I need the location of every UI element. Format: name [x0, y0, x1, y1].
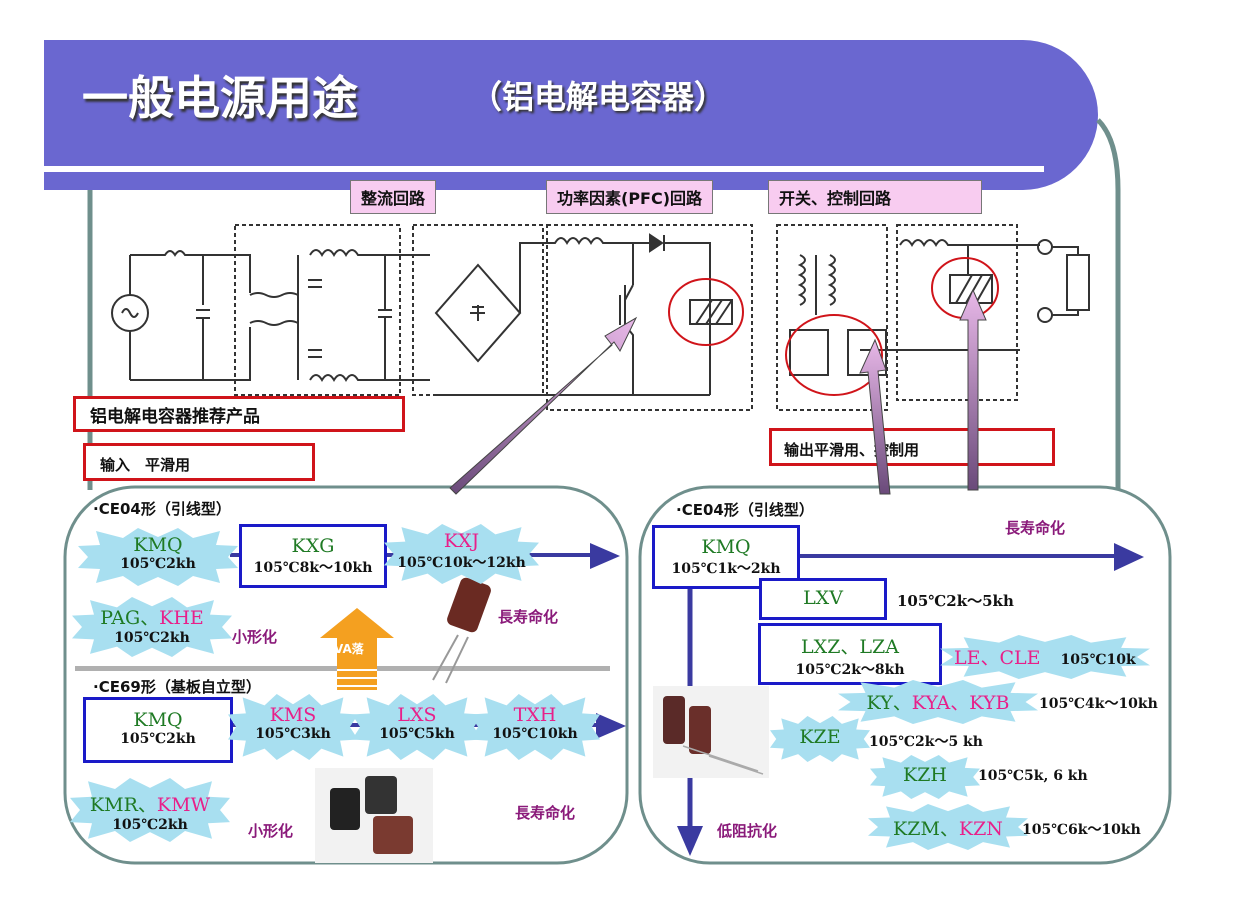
khe-name: KHE [159, 607, 204, 629]
txh-spec: 105℃10kh [492, 726, 578, 742]
kze-name: KZE [799, 726, 841, 748]
lxs-spec: 105℃5kh [379, 726, 455, 742]
kzm-name: KZM、 [893, 818, 959, 840]
section-pfc: 功率因素(PFC)回路 [546, 180, 714, 214]
product-kmq-ce04: KMQ 105℃2kh [78, 528, 238, 586]
kzh-name: KZH [903, 764, 947, 786]
va-label: VA落 [334, 642, 364, 656]
product-ky-kya-kyb: KY、KYA、KYB [838, 680, 1038, 724]
pag-spec: 105℃2kh [114, 630, 190, 646]
capacitor-photo-radial [432, 577, 491, 684]
product-kzh: KZH [870, 755, 980, 799]
page-subtitle: （铝电解电容器） [470, 78, 727, 116]
right-long-label: 長寿命化 [1005, 519, 1066, 537]
kzh-spec: 105℃5k, 6 kh [978, 768, 1088, 784]
kya-kyb-name: KYA、KYB [911, 692, 1010, 714]
product-kxj: KXJ 105℃10k～12kh [384, 524, 539, 584]
product-kmr-kmw: KMR、KMW 105℃2kh [70, 778, 230, 842]
product-kmq-ce69: KMQ 105℃2kh [83, 697, 233, 763]
kxj-name: KXJ [443, 530, 480, 552]
small-label-2: 小形化 [248, 822, 294, 840]
product-txh: TXH 105℃10kh [470, 694, 600, 760]
ky-spec: 105℃4k～10kh [1039, 696, 1158, 712]
product-kmq-right: KMQ 105℃1k～2kh [652, 525, 800, 589]
lxz-name: LXZ、LZA [801, 636, 899, 658]
kmq-r-name: KMQ [701, 536, 751, 558]
kmq-r-spec: 105℃1k～2kh [671, 561, 781, 577]
product-lxv: LXV [759, 578, 887, 620]
le-name: LE、CLE [954, 647, 1041, 669]
product-kms: KMS 105℃3kh [228, 694, 358, 760]
kmr-spec: 105℃2kh [112, 817, 188, 833]
small-label-1: 小形化 [232, 628, 278, 646]
le-spec: 105℃10k [1060, 652, 1136, 668]
kzm-spec: 105℃6k～10kh [1022, 822, 1141, 838]
right-ce04-label: ·CE04形（引线型） [676, 501, 814, 519]
kxg-name: KXG [291, 535, 335, 557]
kms-spec: 105℃3kh [255, 726, 331, 742]
capacitor-photo-lowres [653, 686, 769, 778]
kmq-name: KMQ [133, 534, 183, 556]
kmw-name: KMW [156, 794, 211, 816]
left-ce04-label: ·CE04形（引线型） [93, 500, 231, 518]
product-kxg: KXG 105℃8k～10kh [239, 524, 387, 588]
product-lxs: LXS 105℃5kh [352, 694, 482, 760]
kmq2-name: KMQ [133, 709, 183, 731]
lxz-spec: 105℃2k～8kh [795, 662, 905, 678]
kms-name: KMS [269, 704, 317, 726]
pag-name: PAG、 [100, 607, 160, 629]
product-pag-khe: PAG、KHE 105℃2kh [72, 597, 232, 657]
kmq2-spec: 105℃2kh [120, 731, 196, 747]
product-lxz-lza: LXZ、LZA 105℃2k～8kh [758, 623, 942, 685]
recommend-label: 铝电解电容器推荐产品 [73, 396, 405, 432]
section-rectifier: 整流回路 [350, 180, 437, 214]
kze-spec: 105℃2k～5 kh [869, 734, 983, 750]
circuit-schematic [111, 224, 1090, 411]
ky-name: KY、 [866, 692, 912, 714]
kmr-name: KMR、 [89, 794, 157, 816]
lxs-name: LXS [397, 704, 437, 726]
product-kze: KZE [770, 716, 870, 762]
kzn-name: KZN [958, 818, 1003, 840]
product-kzm-kzn: KZM、KZN [868, 804, 1028, 850]
txh-name: TXH [513, 704, 557, 726]
capacitor-photo-snapin [315, 768, 433, 863]
kxj-spec: 105℃10k～12kh [397, 555, 526, 571]
kxg-spec: 105℃8k～10kh [253, 560, 373, 576]
low-impedance-label: 低阻抗化 [717, 822, 778, 840]
product-le-cle: LE、CLE 105℃10k [940, 635, 1150, 679]
section-switch: 开关、控制回路 [768, 180, 982, 214]
lxv-name: LXV [803, 587, 843, 609]
input-smoothing-label: 输入 平滑用 [83, 443, 315, 481]
page-title: 一般电源用途 [82, 71, 358, 125]
lxv-spec: 105℃2k～5kh [897, 592, 1014, 610]
left-ce69-label: ·CE69形（基板自立型） [93, 678, 261, 696]
title-banner [44, 40, 1098, 190]
kmq-spec: 105℃2kh [120, 556, 196, 572]
long-label-2: 長寿命化 [515, 804, 576, 822]
long-label-1: 長寿命化 [498, 608, 559, 626]
